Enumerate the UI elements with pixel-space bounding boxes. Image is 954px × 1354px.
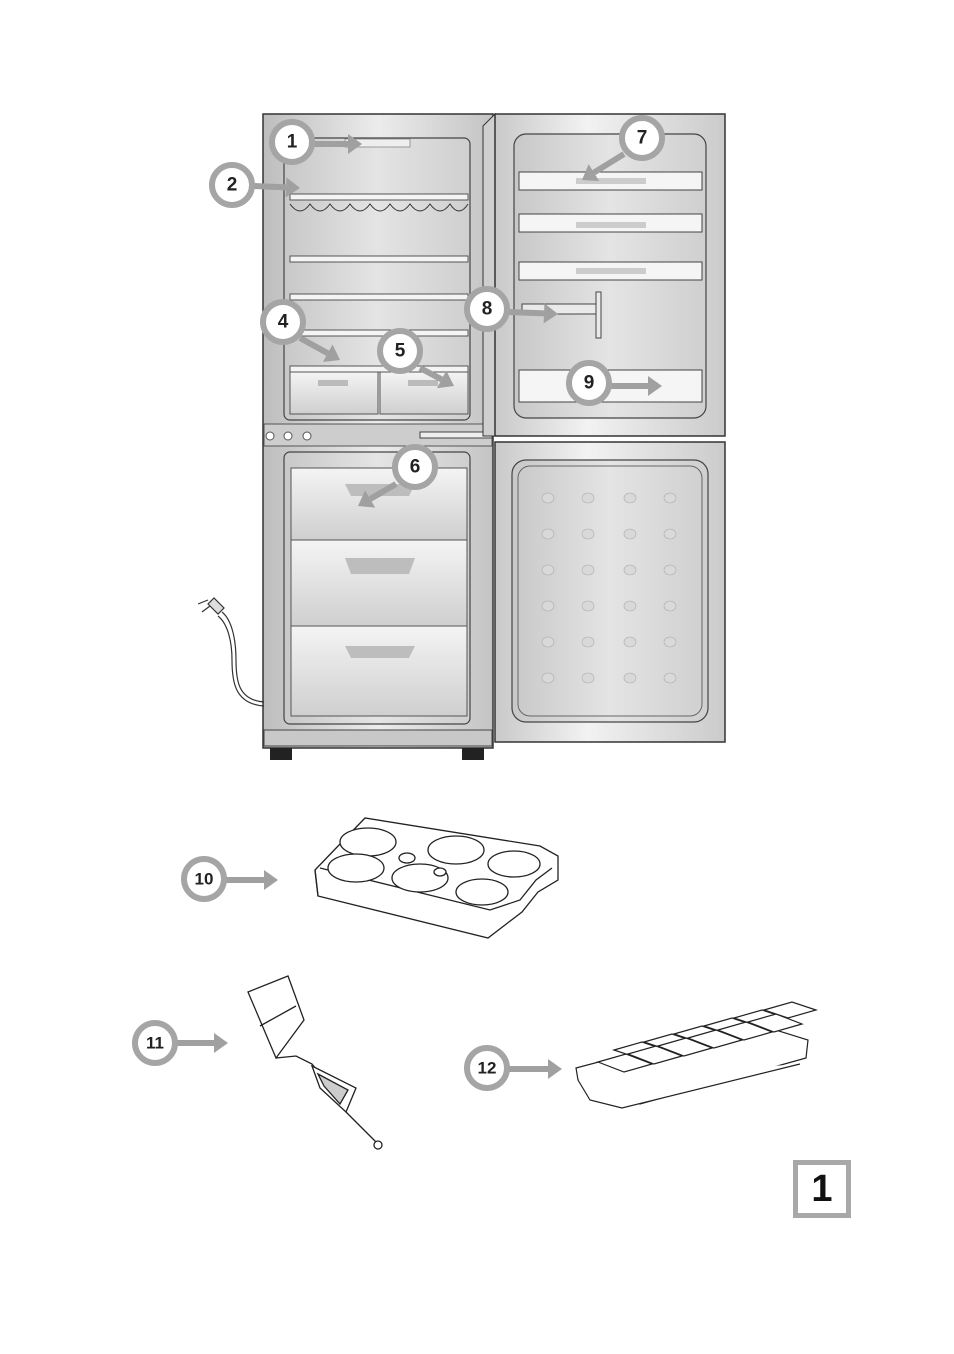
power-cord (198, 598, 264, 706)
callout-9: 9 (569, 363, 609, 403)
callout-4: 4 (263, 302, 303, 342)
egg-tray (315, 818, 558, 938)
callout-arrowhead-12 (548, 1059, 562, 1079)
callout-arrowhead-11 (214, 1033, 228, 1053)
callout-label-8: 8 (482, 299, 493, 320)
right-foot (462, 748, 484, 760)
callout-2: 2 (212, 165, 252, 205)
callout-5: 5 (380, 331, 420, 371)
callout-label-2: 2 (227, 175, 238, 196)
callout-10: 10 (184, 859, 224, 899)
callout-1: 1 (272, 122, 312, 162)
ice-scoop (248, 976, 382, 1149)
callout-label-6: 6 (410, 457, 421, 478)
callout-label-12: 12 (478, 1059, 497, 1078)
callout-11: 11 (135, 1023, 175, 1063)
callout-7: 7 (622, 118, 662, 158)
freezer-drawers (291, 468, 467, 716)
callout-label-9: 9 (584, 373, 595, 394)
callout-label-11: 11 (146, 1034, 164, 1053)
fridge-cabinet (263, 114, 493, 760)
callout-label-7: 7 (637, 128, 648, 149)
callout-label-10: 10 (195, 870, 214, 889)
page-number: 1 (811, 1168, 832, 1211)
callout-label-4: 4 (278, 312, 289, 333)
freezer-door (495, 442, 725, 742)
callout-6: 6 (395, 447, 435, 487)
callout-arrowhead-10 (264, 870, 278, 890)
page-number-box: 1 (793, 1160, 851, 1218)
left-foot (270, 748, 292, 760)
callout-label-1: 1 (287, 132, 298, 153)
callout-8: 8 (467, 289, 507, 329)
callout-12: 12 (467, 1048, 507, 1088)
callout-arrow-8 (509, 312, 544, 313)
callout-arrow-2 (254, 186, 286, 187)
callout-label-5: 5 (395, 341, 406, 362)
ice-cube-tray (576, 1002, 816, 1108)
